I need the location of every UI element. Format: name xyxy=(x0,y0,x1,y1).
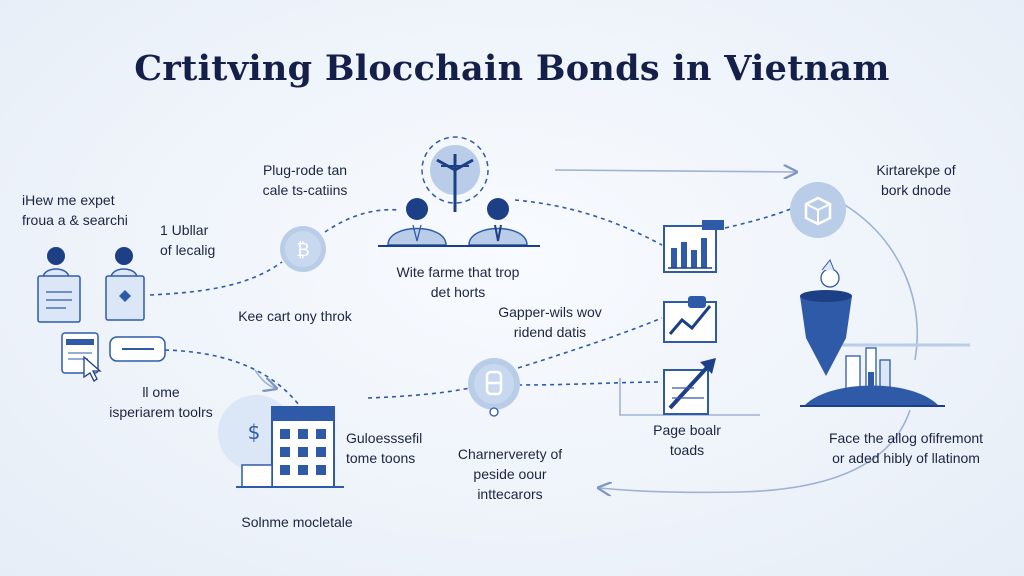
connector-people-to-coin xyxy=(149,261,283,296)
growth-arrow-icon xyxy=(663,358,716,415)
cube-icon xyxy=(790,182,846,238)
label-help-search: iHew me expet froua a & searchi xyxy=(22,192,128,228)
label-kirtarekpe: Kirtarekpe of bork dnode xyxy=(876,162,956,198)
wind-turbine-icon xyxy=(421,136,489,212)
arrow-bottom-return xyxy=(600,409,911,492)
building-icon: $ xyxy=(218,395,344,488)
arrow-right-loop xyxy=(844,204,918,361)
coin-icon: ₿ xyxy=(280,226,326,272)
arrow-top-flow xyxy=(554,170,795,172)
label-successful: Guloesssefil tome toons xyxy=(346,430,423,466)
ground-mound xyxy=(805,385,938,405)
label-home-tools: ll ome isperiarem toolrs xyxy=(109,384,213,420)
connector-team-to-chart xyxy=(514,199,663,246)
coin-icon xyxy=(468,358,520,417)
connector-bank-to-coin2 xyxy=(367,387,471,399)
connector-coin-to-plug xyxy=(324,208,401,233)
page-title: Crtitving Blocchain Bonds in Vietnam xyxy=(134,48,890,89)
team-icon xyxy=(387,198,528,246)
lab-equipment-icon xyxy=(845,347,891,397)
person-icon xyxy=(37,247,81,323)
connector-coin2-to-chart3 xyxy=(517,381,663,386)
svg-text:$: $ xyxy=(248,420,261,444)
bar-chart-icon xyxy=(663,220,724,273)
label-plug-rode: Plug-rode tan cale ts-catiins xyxy=(262,162,348,198)
label-page-boall: Page boalr toads xyxy=(653,422,721,458)
label-wite-farme: Wite farme that trop det horts xyxy=(396,264,520,300)
svg-text:₿: ₿ xyxy=(296,240,309,261)
funnel-icon xyxy=(800,259,852,376)
connector-browser-to-bank xyxy=(164,349,309,419)
arrow-left-curve xyxy=(254,369,275,388)
flow-arrows xyxy=(254,170,918,492)
label-face-allog: Face the allog ofifremont or aded hibly … xyxy=(828,430,984,466)
person-icon xyxy=(105,247,145,321)
label-ublliar: 1 Ubllar of lecalig xyxy=(160,222,216,258)
label-gapper: Gapper-wils wov ridend datis xyxy=(498,304,602,340)
trend-chart-icon xyxy=(663,296,717,343)
label-kee-cart: Kee cart ony throk xyxy=(238,308,352,324)
label-solume: Solnme mocletale xyxy=(241,514,353,530)
connector-charts-to-icon xyxy=(724,204,801,229)
label-charnerverity: Charnerverety of peside oour inttecarors xyxy=(457,446,563,502)
connector-coin2-to-chart2 xyxy=(517,317,663,369)
browser-window-icon xyxy=(61,332,102,382)
arrow-under-charts xyxy=(619,378,760,416)
search-bar-icon xyxy=(109,336,166,362)
